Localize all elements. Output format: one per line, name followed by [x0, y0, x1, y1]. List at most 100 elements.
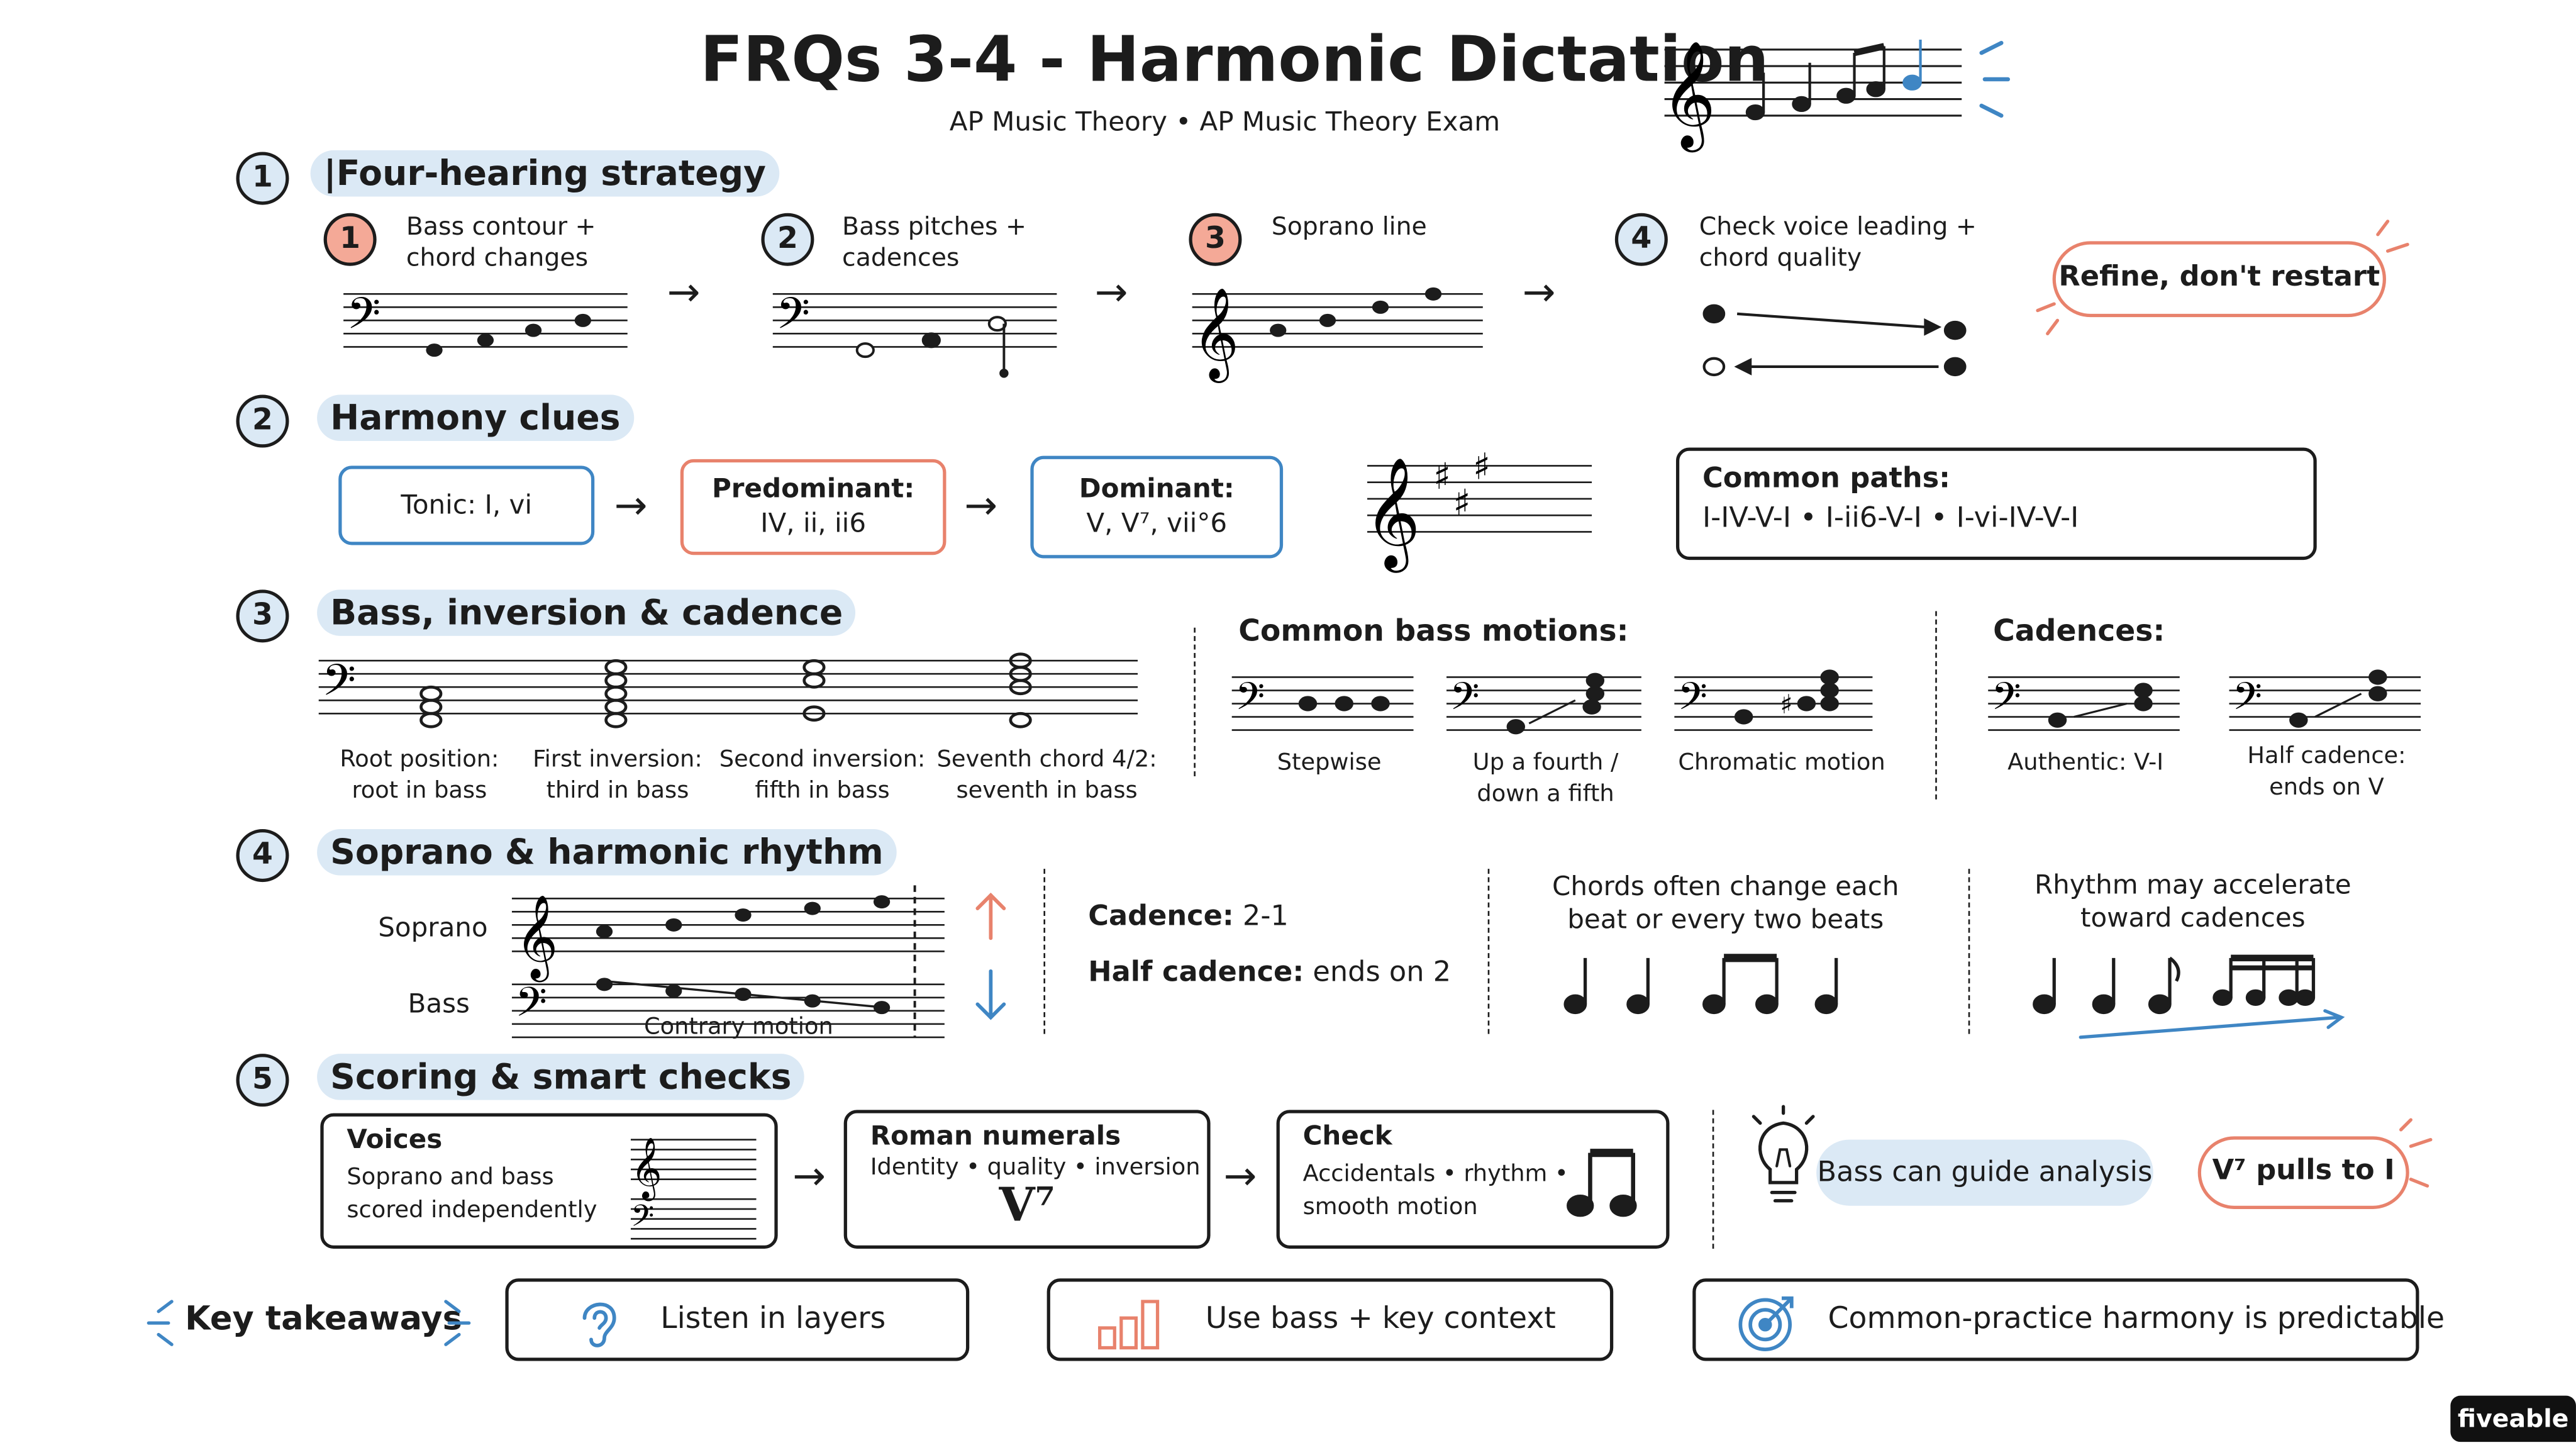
section-3-badge: 3 [236, 589, 289, 643]
svg-text:𝄞: 𝄞 [1192, 286, 1239, 383]
inversion-root: Root position: root in bass [340, 746, 499, 805]
takeaways-left-marks [147, 1300, 174, 1346]
predominant-title: Predominant: [712, 472, 915, 504]
bass-label: Bass [408, 988, 470, 1019]
quarter-notes-icon [1563, 954, 1838, 1015]
step-2-bass-staff: 𝄢 [772, 288, 1057, 378]
cadence-authentic: Authentic: V-I [2007, 750, 2164, 777]
takeaways-label: Key takeaways [185, 1298, 462, 1338]
check-box: Check Accidentals • rhythm • smooth moti… [1276, 1110, 1670, 1249]
svg-text:𝄢: 𝄢 [1235, 675, 1265, 728]
cadences-title: Cadences: [1993, 614, 2165, 649]
step-1-badge: 1 [323, 213, 377, 266]
section-2-badge: 2 [236, 394, 289, 448]
section-4-badge: 4 [236, 829, 289, 883]
roman-numerals-box: Roman numerals Identity • quality • inve… [843, 1110, 1211, 1249]
bass-guide-tip: Bass can guide analysis [1816, 1139, 2153, 1206]
page-title: FRQs 3-4 - Harmonic Dictation [700, 23, 1769, 96]
svg-text:♯: ♯ [1473, 445, 1491, 488]
divider [1712, 1110, 1714, 1249]
scoring-arrow-1: → [792, 1152, 826, 1200]
lightbulb-icon [1752, 1105, 1815, 1203]
step-3-text: Soprano line [1271, 211, 1427, 242]
svg-text:𝄢: 𝄢 [1450, 675, 1479, 728]
harmonic-rhythm-text: Chords often change each beat or every t… [1552, 870, 1899, 935]
check-title: Check [1302, 1120, 1392, 1152]
cadence-value: 2-1 [1242, 900, 1289, 934]
inversion-first: First inversion: third in bass [533, 746, 702, 805]
roman-title: Roman numerals [870, 1120, 1121, 1152]
ear-icon [582, 1302, 616, 1347]
step-arrow-1: → [667, 269, 701, 316]
svg-text:𝄞: 𝄞 [631, 1137, 662, 1201]
bass-motion-staves: 𝄢 𝄢 𝄢 ♯ [1231, 669, 1873, 735]
roman-text: Identity • quality • inversion [870, 1154, 1201, 1181]
inversion-staff: 𝄢 [318, 652, 1138, 728]
callout-spark-icon [2036, 220, 2409, 335]
svg-text:𝄢: 𝄢 [515, 978, 547, 1036]
dominant-box: Dominant: V, V⁷, vii°6 [1030, 455, 1284, 559]
soprano-half-cadence: Half cadence: ends on 2 [1088, 956, 1451, 990]
divider [1043, 869, 1046, 1034]
dominant-title: Dominant: [1079, 472, 1235, 504]
refine-callout: Refine, don't restart [2052, 241, 2386, 318]
takeaway-predictable: Common-practice harmony is predictable [1692, 1278, 2445, 1361]
header-staff-icon: 𝄞 [1661, 40, 2011, 153]
svg-text:𝄢: 𝄢 [776, 288, 810, 350]
grand-staff-icon: 𝄞 𝄢 [630, 1137, 757, 1241]
soprano-bass-staves: 𝄞 𝄢 [511, 885, 945, 1039]
half-cadence-value: ends on 2 [1313, 956, 1452, 990]
svg-text:𝄢: 𝄢 [1678, 675, 1707, 728]
svg-text:𝄢: 𝄢 [1991, 675, 2021, 728]
svg-text:♯: ♯ [1780, 689, 1792, 720]
svg-text:𝄞: 𝄞 [1364, 456, 1421, 572]
step-1-text: Bass contour + chord changes [406, 211, 596, 273]
brand-logo[interactable]: fiveable [2450, 1395, 2576, 1442]
common-paths-text: I-IV-V-I • I-ii6-V-I • I-vi-IV-V-I [1702, 502, 2079, 535]
takeaway-listen: Listen in layers [505, 1278, 970, 1361]
key-signature-staff: 𝄞 ♯ ♯ ♯ [1364, 445, 1592, 572]
soprano-label: Soprano [378, 912, 488, 944]
predominant-box: Predominant: IV, ii, ii6 [680, 459, 947, 555]
step-4-text: Check voice leading + chord quality [1699, 211, 1977, 273]
contrary-arrows-icon [975, 892, 1006, 1020]
motion-fourth-fifth: Up a fourth / down a fifth [1472, 750, 1619, 808]
contrary-motion-label: Contrary motion [643, 1014, 833, 1041]
predominant-chords: IV, ii, ii6 [760, 507, 867, 538]
accelerating-rhythm-icon [2033, 954, 2345, 1039]
beamed-notes-icon [1567, 1149, 1637, 1217]
motion-chromatic: Chromatic motion [1678, 750, 1885, 777]
section-4-title: Soprano & harmonic rhythm [317, 829, 897, 876]
check-text: Accidentals • rhythm • smooth motion [1302, 1161, 1568, 1221]
voices-box: Voices Soprano and bass scored independe… [320, 1113, 778, 1249]
section-5-title: Scoring & smart checks [317, 1054, 805, 1100]
v7-callout: V⁷ pulls to I [2197, 1136, 2409, 1209]
voices-text: Soprano and bass scored independently [347, 1164, 597, 1224]
svg-text:♯: ♯ [1433, 455, 1451, 498]
soprano-cadence: Cadence: 2-1 [1088, 900, 1289, 934]
step-3-treble-staff: 𝄞 [1192, 286, 1483, 383]
svg-text:𝄢: 𝄢 [347, 288, 380, 350]
svg-text:𝄢: 𝄢 [322, 655, 356, 717]
motion-stepwise: Stepwise [1277, 750, 1382, 777]
page-subtitle: AP Music Theory • AP Music Theory Exam [949, 106, 1501, 137]
inversion-second: Second inversion: fifth in bass [719, 746, 926, 805]
voices-title: Voices [347, 1123, 443, 1155]
v7-spark-icon [2399, 1118, 2433, 1188]
roman-symbol: V⁷ [999, 1178, 1055, 1232]
divider [1968, 869, 1970, 1034]
half-cadence-label: Half cadence: [1088, 956, 1304, 990]
takeaway-bass-text: Use bass + key context [1205, 1301, 1556, 1337]
step-2-text: Bass pitches + cadences [842, 211, 1027, 273]
svg-text:𝄢: 𝄢 [2233, 675, 2262, 728]
harmony-arrow-2: → [964, 482, 998, 529]
takeaway-predictable-text: Common-practice harmony is predictable [1828, 1301, 2445, 1337]
cadence-label: Cadence: [1088, 900, 1234, 934]
step-arrow-2: → [1094, 269, 1128, 316]
common-paths-title: Common paths: [1702, 462, 1951, 496]
tonic-text: Tonic: I, vi [401, 489, 533, 521]
divider [1194, 627, 1196, 777]
section-2-title: Harmony clues [317, 394, 634, 442]
divider [1487, 869, 1490, 1034]
bass-motions-title: Common bass motions: [1238, 614, 1629, 649]
